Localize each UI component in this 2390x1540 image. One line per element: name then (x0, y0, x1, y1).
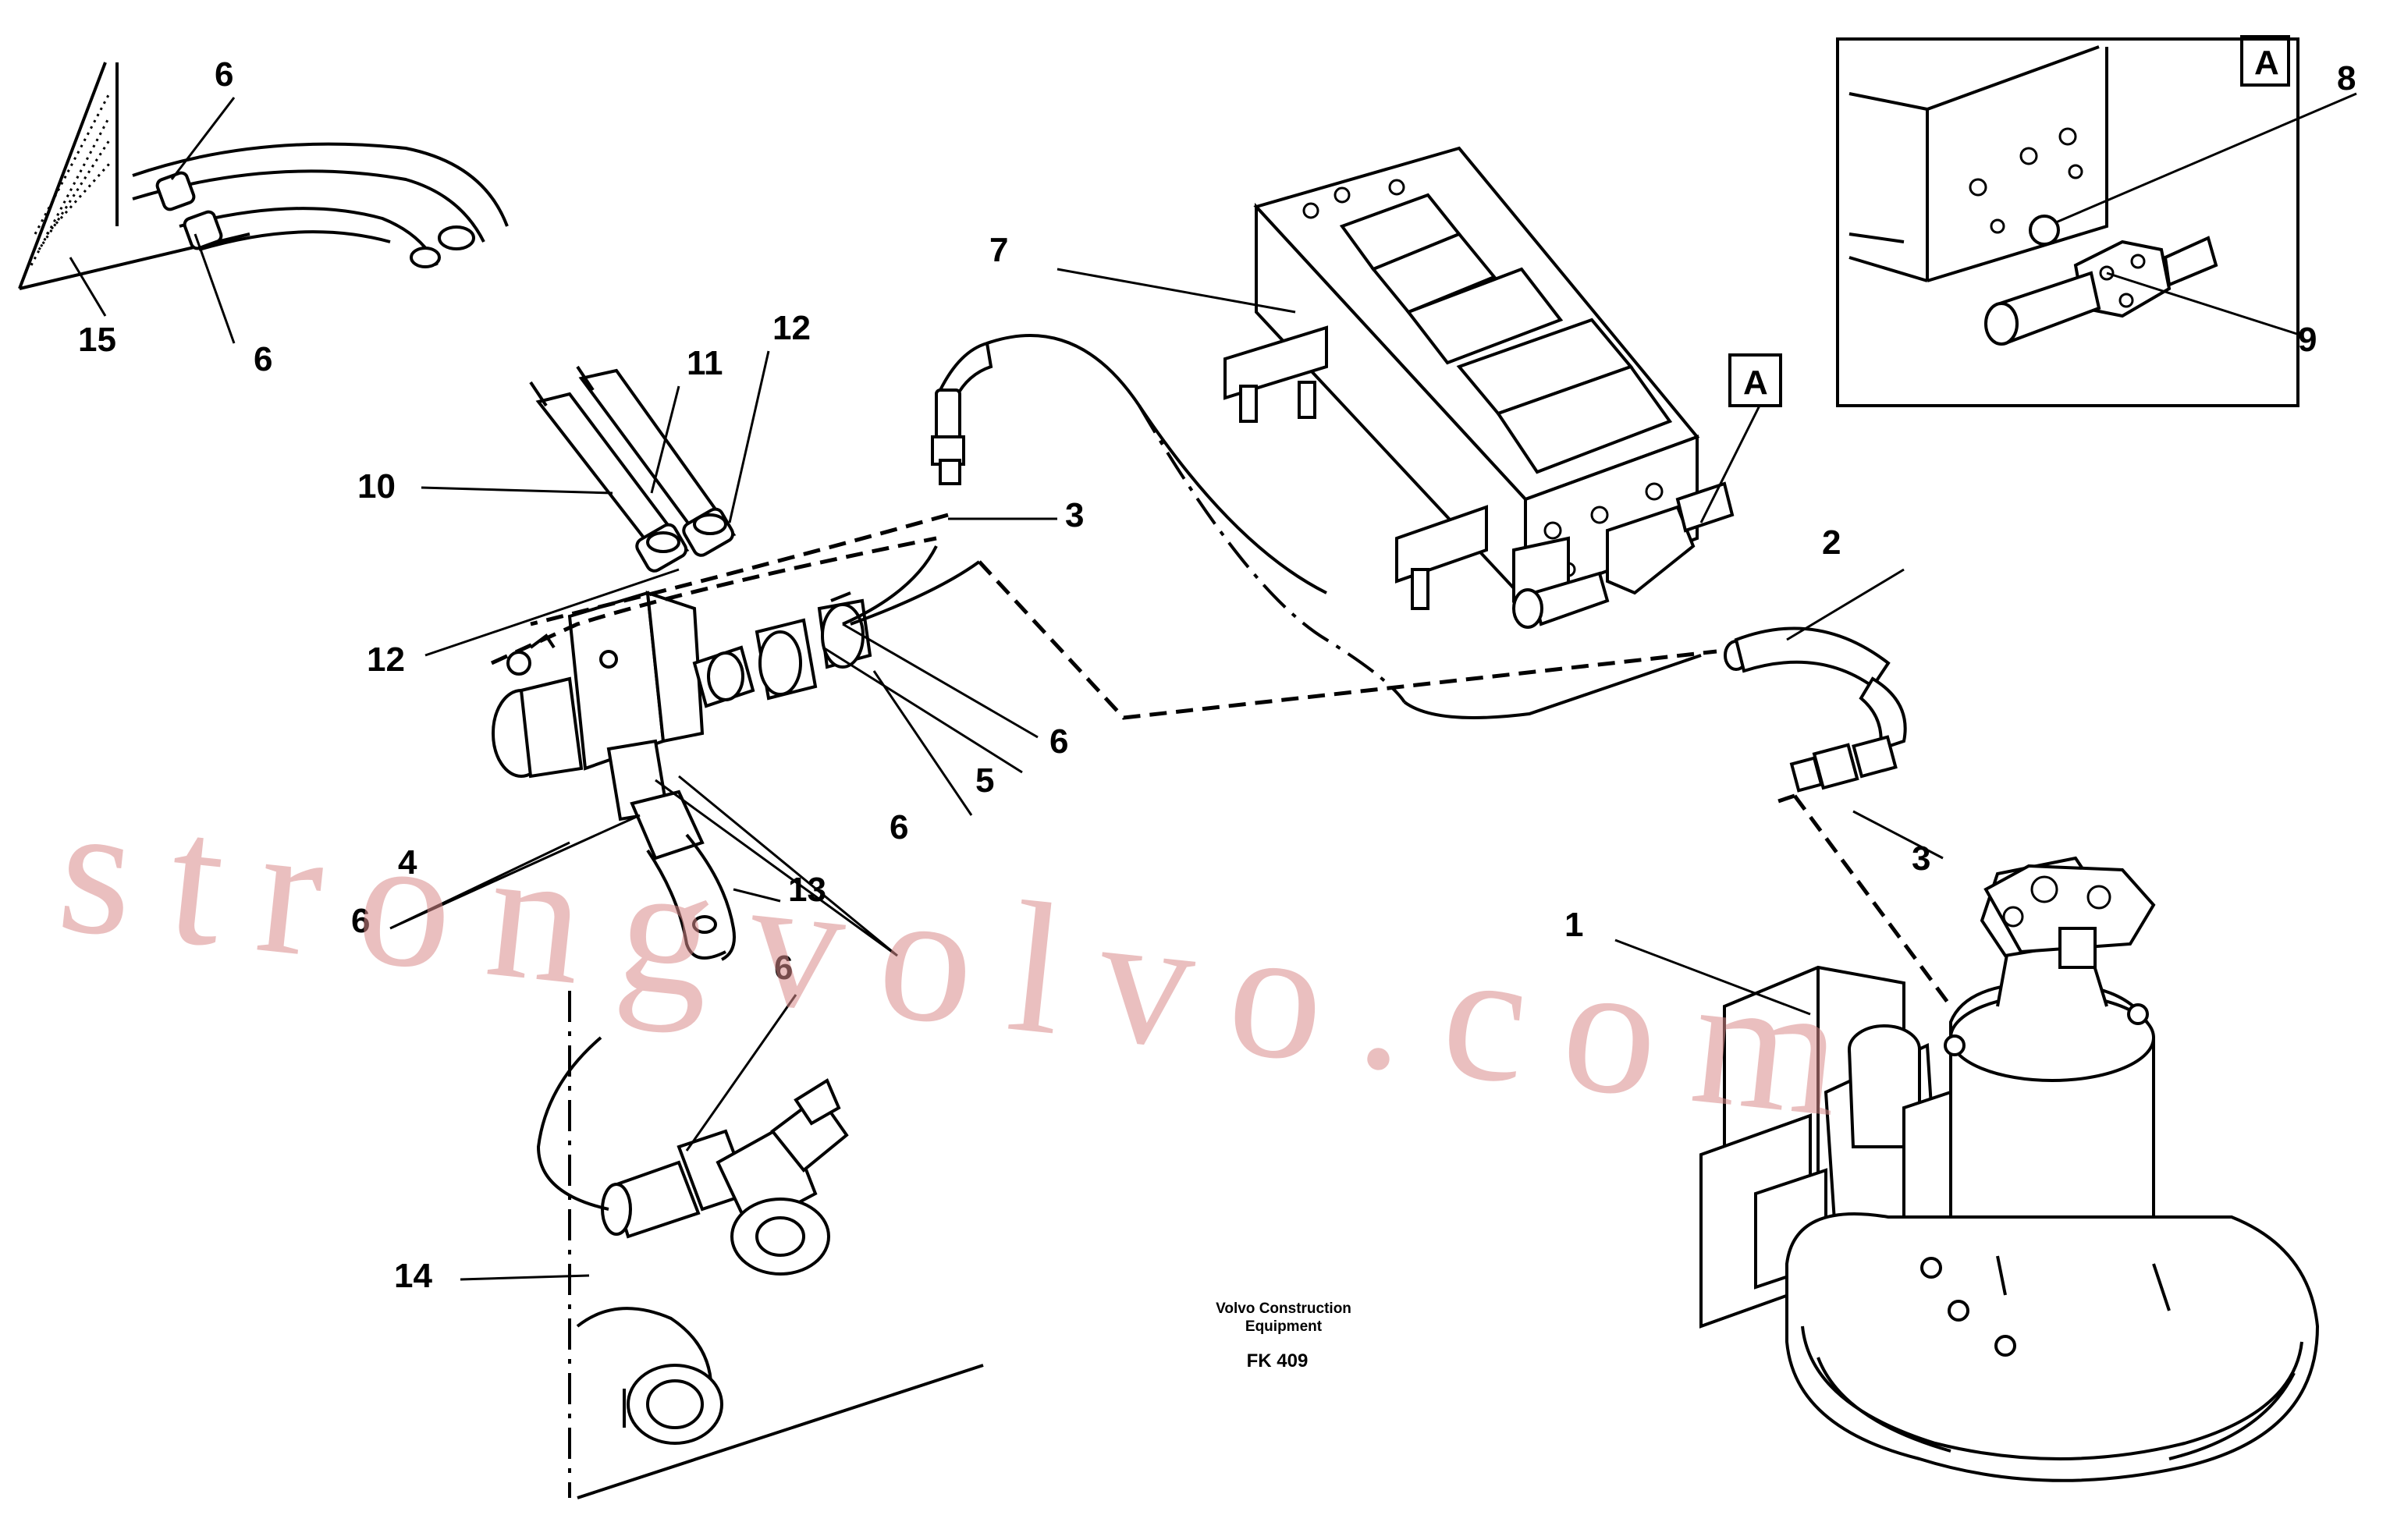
diagram-caption: Volvo Construction Equipment FK 409 (1216, 1300, 1351, 1371)
pump-unit (1699, 856, 2320, 1482)
callout-6-lower: 6 (774, 949, 793, 987)
callout-11: 11 (687, 344, 723, 382)
callout-4: 4 (398, 843, 417, 882)
detail-a-inset (1836, 35, 2299, 407)
callout-5: 5 (975, 761, 994, 800)
pressure-hose-upper (931, 334, 1702, 719)
connection-lines (490, 513, 1953, 1211)
callout-6-left: 6 (351, 902, 370, 940)
control-valve-block (1223, 146, 1782, 629)
figure-code: FK 409 (1247, 1350, 1309, 1371)
leader-lines (69, 92, 2357, 1281)
radiator-assembly (18, 62, 509, 290)
lower-valve (601, 1078, 849, 1276)
callout-6-manifold: 6 (1049, 722, 1068, 761)
callout-6-mid: 6 (890, 808, 908, 846)
callout-10: 10 (357, 467, 396, 506)
callout-9: 9 (2298, 321, 2317, 359)
hydraulic-tank (568, 991, 984, 1499)
callout-7: 7 (989, 231, 1008, 269)
callout-14: 14 (394, 1257, 432, 1295)
callout-1: 1 (1564, 906, 1583, 944)
callout-6-radiator-bottom: 6 (254, 340, 272, 378)
callout-6-radiator-top: 6 (215, 55, 233, 94)
pressure-hose-lower (1724, 626, 1907, 793)
callout-3-lower: 3 (1912, 839, 1930, 878)
detail-tag-inset: A (2254, 44, 2279, 82)
watermark-text: strongvolvo.com (51, 762, 1888, 1159)
callout-8: 8 (2337, 59, 2356, 98)
callout-labels: 7 3 10 11 12 12 6 5 6 4 6 13 6 14 1 2 3 … (78, 44, 2356, 1295)
caption-line-2: Equipment (1245, 1318, 1323, 1335)
callout-2: 2 (1822, 523, 1841, 562)
manifold-assembly (492, 591, 872, 961)
detail-tag-main: A (1743, 364, 1768, 402)
callout-12-upper: 12 (772, 309, 811, 347)
callout-3-upper: 3 (1065, 496, 1084, 534)
callout-12-lower: 12 (367, 640, 405, 679)
callout-13: 13 (788, 871, 826, 909)
upper-hoses (529, 365, 737, 573)
callout-15: 15 (78, 321, 116, 359)
caption-line-1: Volvo Construction (1216, 1300, 1351, 1317)
